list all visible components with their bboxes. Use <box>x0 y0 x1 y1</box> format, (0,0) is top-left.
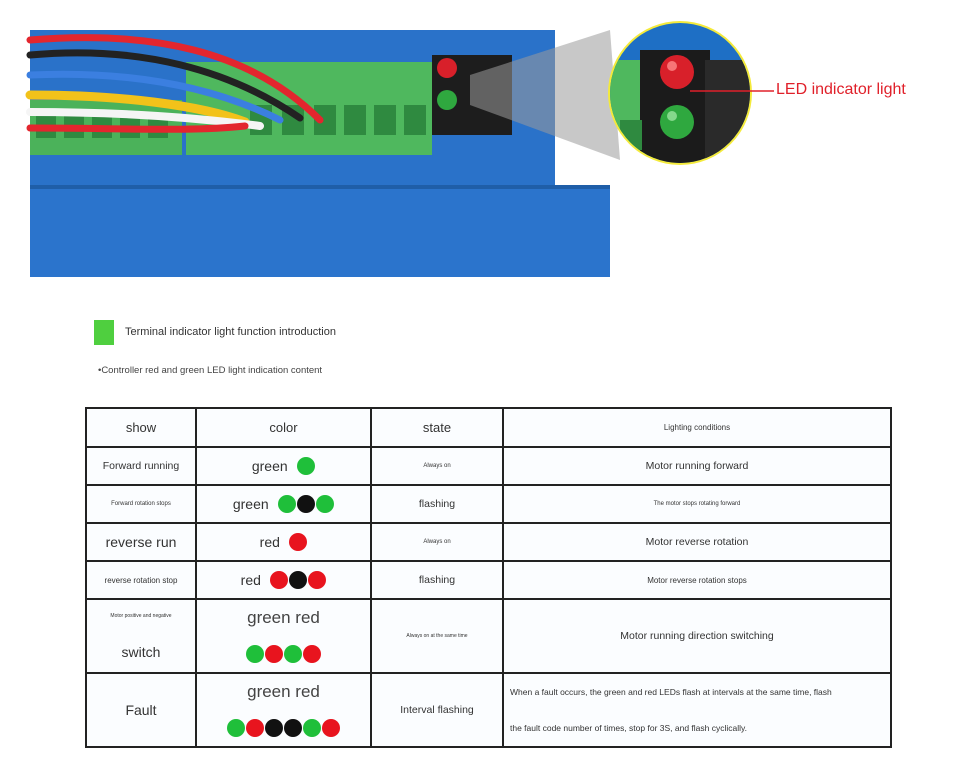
black-led-dot <box>288 570 307 589</box>
table-row: Forward running green Always on Motor ru… <box>85 446 892 486</box>
row-state: Interval flashing <box>370 672 504 748</box>
red-led-dot <box>246 719 264 738</box>
section-title: Terminal indicator light function introd… <box>125 326 336 338</box>
green-led-dot <box>296 456 315 475</box>
row-conditions: Motor reverse rotation <box>502 522 892 562</box>
driver-housing-lower <box>30 185 610 277</box>
row-color: green <box>195 446 372 486</box>
fault-desc-line1: When a fault occurs, the green and red L… <box>510 687 832 697</box>
row-conditions: Motor running forward <box>502 446 892 486</box>
red-led-dot <box>322 719 340 738</box>
color-label: red <box>240 571 261 588</box>
green-led-icon <box>437 90 457 110</box>
row-show: Forward rotation stops <box>85 484 197 524</box>
wires <box>25 34 324 133</box>
row-color: green <box>195 484 372 524</box>
color-label: green <box>232 495 269 512</box>
green-led-dot <box>303 719 321 738</box>
table-row: reverse rotation stop red flashing Motor… <box>85 560 892 600</box>
led-dots <box>246 645 322 664</box>
red-led-dot <box>303 645 321 664</box>
red-led-dot <box>288 532 307 551</box>
row-show: Fault <box>85 672 197 748</box>
row-conditions: Motor reverse rotation stops <box>502 560 892 600</box>
row-show: Motor positive and negative switch <box>85 598 197 674</box>
green-led-dot <box>277 494 296 513</box>
section-marker <box>94 320 114 345</box>
red-led-dot <box>307 570 326 589</box>
green-led-dot <box>246 645 264 664</box>
header-state: state <box>370 407 504 448</box>
section-subtitle: •Controller red and green LED light indi… <box>98 365 323 376</box>
row-color: green red <box>195 598 372 674</box>
magnifier <box>608 21 752 165</box>
black-led-dot <box>296 494 315 513</box>
color-label: red <box>259 533 280 550</box>
row-conditions: The motor stops rotating forward <box>502 484 892 524</box>
row-state: Always on <box>370 522 504 562</box>
row-show-line1: Motor positive and negative <box>110 612 172 619</box>
led-dots <box>227 719 341 738</box>
green-led-dot <box>284 645 302 664</box>
led-dots <box>296 456 315 475</box>
color-label: green <box>251 457 288 474</box>
table-row: reverse run red Always on Motor reverse … <box>85 522 892 562</box>
black-led-dot <box>265 719 283 738</box>
table-row: Fault green red Interval flashing When a… <box>85 672 892 748</box>
black-led-dot <box>284 719 302 738</box>
green-led-dot <box>315 494 334 513</box>
led-dots <box>288 532 307 551</box>
header-conditions: Lighting conditions <box>502 407 892 448</box>
product-photo <box>25 21 774 277</box>
row-color: green red <box>195 672 372 748</box>
table-header-row: show color state Lighting conditions <box>85 407 892 448</box>
row-show: Forward running <box>85 446 197 486</box>
led-dots <box>277 494 334 513</box>
row-conditions: Motor running direction switching <box>502 598 892 674</box>
row-show: reverse run <box>85 522 197 562</box>
row-state: flashing <box>370 484 504 524</box>
header-show: show <box>85 407 197 448</box>
fault-desc-line2: the fault code number of times, stop for… <box>510 723 748 733</box>
row-show-line2: switch <box>121 643 161 660</box>
table-row: Motor positive and negative switch green… <box>85 598 892 674</box>
table-row: Forward rotation stops green flashing Th… <box>85 484 892 524</box>
row-conditions: When a fault occurs, the green and red L… <box>502 672 892 748</box>
red-led-dot <box>265 645 283 664</box>
color-label: green red <box>247 682 320 702</box>
row-state: flashing <box>370 560 504 600</box>
row-show: reverse rotation stop <box>85 560 197 600</box>
row-state: Always on at the same time <box>370 598 504 674</box>
red-led-icon <box>437 58 457 78</box>
led-indication-table: show color state Lighting conditions For… <box>85 407 892 748</box>
led-indicator-callout: LED indicator light <box>776 81 906 98</box>
color-label: green red <box>247 608 320 628</box>
header-color: color <box>195 407 372 448</box>
row-color: red <box>195 560 372 600</box>
row-state: Always on <box>370 446 504 486</box>
green-led-dot <box>227 719 245 738</box>
led-dots <box>269 570 326 589</box>
row-color: red <box>195 522 372 562</box>
red-led-dot <box>269 570 288 589</box>
